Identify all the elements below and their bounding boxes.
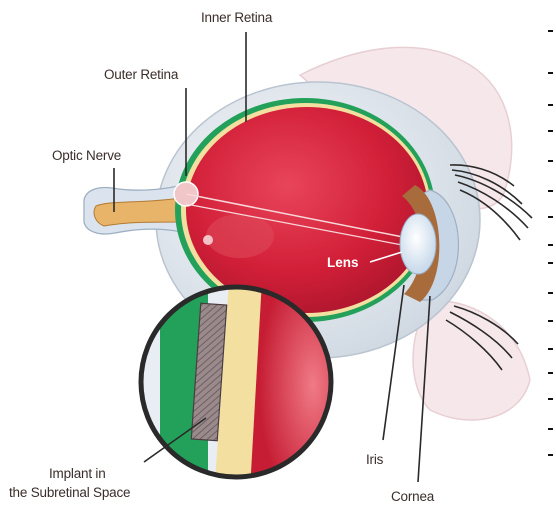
label-outer-retina: Outer Retina [104,67,179,82]
label-cornea: Cornea [391,489,435,504]
macula [206,214,274,258]
label-implant-line2: the Subretinal Space [9,485,130,500]
right-edge-marks [548,30,553,456]
label-inner-retina: Inner Retina [201,10,273,25]
eyeball-interior [186,107,428,313]
label-iris: Iris [366,452,384,467]
lens-shape [400,214,436,274]
label-lens: Lens [327,255,359,270]
label-optic-nerve: Optic Nerve [52,148,121,163]
label-implant-line1: Implant in [49,466,106,481]
fovea [203,235,213,245]
